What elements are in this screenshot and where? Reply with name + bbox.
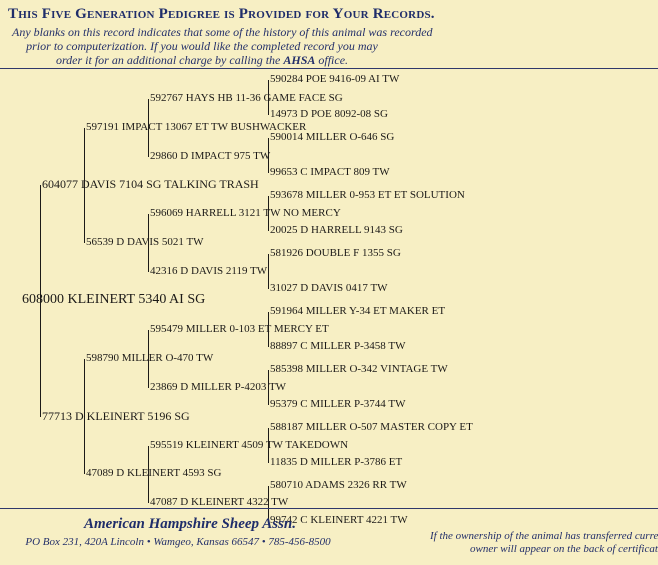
pedigree-g4-8: 47087 D KLEINERT 4322 TW <box>150 496 289 508</box>
pedigree-subject: 608000 KLEINERT 5340 AI SG <box>22 292 206 307</box>
pedigree-g4-7: 595519 KLEINERT 4509 TW TAKEDOWN <box>150 439 349 451</box>
bracket-g4-2 <box>268 138 269 173</box>
pedigree-dam-dam: 47089 D KLEINERT 4593 SG <box>86 467 222 479</box>
bracket-g4-6 <box>268 370 269 405</box>
footer-divider <box>0 508 658 509</box>
pedigree-g4-1: 592767 HAYS HB 11-36 GAME FACE SG <box>150 92 343 104</box>
pedigree-g5-7: 581926 DOUBLE F 1355 SG <box>270 247 401 259</box>
pedigree-dam-sire: 598790 MILLER O-470 TW <box>86 352 214 364</box>
pedigree-g4-5: 595479 MILLER 0-103 ET MERCY ET <box>150 323 329 335</box>
pedigree-g5-3: 590014 MILLER O-646 SG <box>270 131 395 143</box>
bracket-g4-7 <box>268 428 269 463</box>
pedigree-g4-2: 29860 D IMPACT 975 TW <box>150 150 271 162</box>
bracket-g4-8 <box>268 486 269 521</box>
bracket-sire-sire <box>148 99 149 157</box>
header-note-line-3-end: office. <box>315 53 349 67</box>
pedigree-g5-9: 591964 MILLER Y-34 ET MAKER ET <box>270 305 446 317</box>
bracket-gen1 <box>40 185 41 417</box>
ownership-note-line-2: owner will appear on the back of certifi… <box>470 543 658 555</box>
pedigree-g5-12: 95379 C MILLER P-3744 TW <box>270 398 406 410</box>
pedigree-g5-15: 580710 ADAMS 2326 RR TW <box>270 479 407 491</box>
pedigree-g5-4: 99653 C IMPACT 809 TW <box>270 166 390 178</box>
ownership-note-line-1: If the ownership of the animal has trans… <box>430 530 658 542</box>
pedigree-dam: 77713 D KLEINERT 5196 SG <box>42 409 190 423</box>
pedigree-g5-5: 593678 MILLER 0-953 ET ET SOLUTION <box>270 189 465 201</box>
pedigree-g4-4: 42316 D DAVIS 2119 TW <box>150 265 268 277</box>
pedigree-g4-6: 23869 D MILLER P-4203 TW <box>150 381 287 393</box>
bracket-sire-dam <box>148 214 149 272</box>
pedigree-g5-10: 88897 C MILLER P-3458 TW <box>270 340 406 352</box>
association-name: American Hampshire Sheep Assn. <box>84 516 296 532</box>
pedigree-sire-dam: 56539 D DAVIS 5021 TW <box>86 236 204 248</box>
pedigree-g5-11: 585398 MILLER O-342 VINTAGE TW <box>270 363 448 375</box>
bracket-sire <box>84 128 85 243</box>
bracket-g4-3 <box>268 196 269 231</box>
pedigree-g5-16: 99742 C KLEINERT 4221 TW <box>270 514 408 526</box>
pedigree-g5-8: 31027 D DAVIS 0417 TW <box>270 282 388 294</box>
header-note-line-1: Any blanks on this record indicates that… <box>12 25 433 39</box>
pedigree-g5-6: 20025 D HARRELL 9143 SG <box>270 224 403 236</box>
bracket-dam <box>84 359 85 474</box>
header-note-line-3: order it for an additional charge by cal… <box>12 53 392 68</box>
bracket-g4-4 <box>268 254 269 289</box>
header-note-line-3-start: order it for an additional charge by cal… <box>55 53 284 67</box>
pedigree-sire-sire: 597191 IMPACT 13067 ET TW BUSHWACKER <box>86 121 307 133</box>
pedigree-g5-2: 14973 D POE 8092-08 SG <box>270 108 388 120</box>
header-note-line-2: prior to computerization. If you would l… <box>26 39 378 53</box>
bracket-g4-1 <box>268 80 269 115</box>
bracket-dam-dam <box>148 446 149 503</box>
pedigree-g4-3: 596069 HARRELL 3121 TW NO MERCY <box>150 207 341 219</box>
bracket-dam-sire <box>148 330 149 388</box>
header-divider <box>0 68 658 69</box>
bracket-g4-5 <box>268 312 269 347</box>
header-note-line-3-org: AHSA <box>283 53 316 67</box>
header-title: This Five Generation Pedigree is Provide… <box>8 6 435 22</box>
association-address: PO Box 231, 420A Lincoln • Wamgeo, Kansa… <box>25 536 331 548</box>
pedigree-g5-13: 588187 MILLER O-507 MASTER COPY ET <box>270 421 473 433</box>
pedigree-g5-14: 11835 D MILLER P-3786 ET <box>270 456 403 468</box>
pedigree-g5-1: 590284 POE 9416-09 AI TW <box>270 73 400 85</box>
pedigree-sire: 604077 DAVIS 7104 SG TALKING TRASH <box>42 177 259 191</box>
